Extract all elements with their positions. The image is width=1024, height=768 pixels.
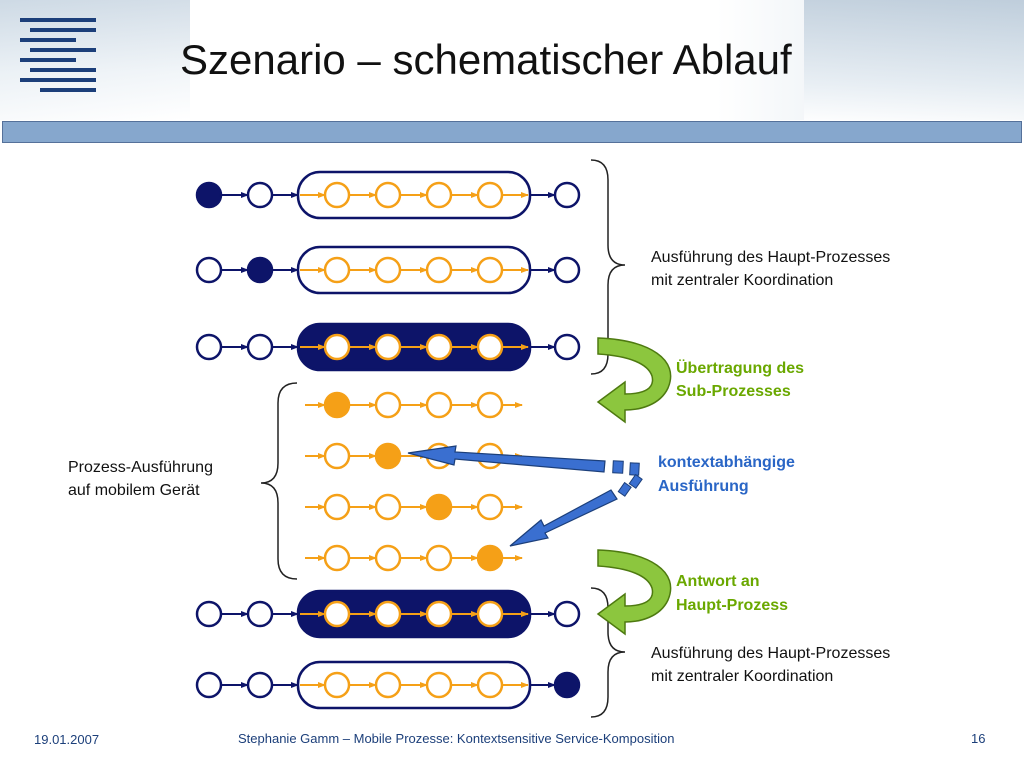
sub-process-node: [323, 442, 351, 470]
logo-icon: [20, 18, 100, 96]
header-banner: Szenario – schematischer Ablauf: [0, 0, 1024, 120]
process-node: [476, 333, 504, 361]
label-context-2: Ausführung: [658, 478, 749, 495]
process-node: [476, 256, 504, 284]
page-title: Szenario – schematischer Ablauf: [180, 36, 792, 83]
process-node: [195, 333, 223, 361]
process-node: [195, 600, 223, 628]
process-node: [553, 256, 581, 284]
label-mobile-2: auf mobilem Gerät: [68, 482, 200, 499]
process-node: [553, 600, 581, 628]
process-node-active: [246, 256, 274, 284]
context-arrow-upper-icon: [407, 445, 640, 476]
brace-left-mobile: [260, 382, 298, 580]
process-node: [374, 333, 402, 361]
sub-process-node: [374, 391, 402, 419]
process-diagram: [195, 159, 672, 718]
sub-process-node: [425, 391, 453, 419]
sub-process-node-active: [425, 493, 453, 521]
brace-top-right: [590, 159, 626, 375]
process-node: [374, 256, 402, 284]
process-node: [323, 181, 351, 209]
sub-process-node: [374, 544, 402, 572]
label-transfer-2: Sub-Prozesses: [676, 383, 791, 400]
sub-process-node: [374, 493, 402, 521]
process-node: [425, 600, 453, 628]
process-node: [323, 333, 351, 361]
sub-process-node: [476, 391, 504, 419]
answer-arrow-icon: [596, 549, 672, 636]
process-node: [195, 256, 223, 284]
process-node: [195, 671, 223, 699]
process-node-active: [195, 181, 223, 209]
sub-process-node: [476, 493, 504, 521]
process-node: [425, 671, 453, 699]
process-node: [323, 671, 351, 699]
label-answer-1: Antwort an: [676, 573, 760, 590]
process-node: [246, 671, 274, 699]
transfer-arrow-icon: [596, 337, 672, 424]
label-main-process-bottom-2: mit zentraler Koordination: [651, 668, 834, 685]
label-answer-2: Haupt-Prozess: [676, 597, 789, 614]
sub-process-node: [323, 493, 351, 521]
building-image-right: [804, 0, 1024, 120]
process-node: [425, 256, 453, 284]
process-node: [476, 600, 504, 628]
label-main-process-top-1: Ausführung des Haupt-Prozesses: [651, 249, 891, 266]
process-node: [374, 600, 402, 628]
process-node: [425, 181, 453, 209]
process-node: [323, 256, 351, 284]
process-node: [476, 181, 504, 209]
label-main-process-bottom-1: Ausführung des Haupt-Prozesses: [651, 645, 891, 662]
footer-text: Stephanie Gamm – Mobile Prozesse: Kontex…: [238, 731, 675, 746]
process-node: [246, 600, 274, 628]
brace-bottom-right: [590, 587, 626, 718]
process-node: [323, 600, 351, 628]
label-main-process-top-2: mit zentraler Koordination: [651, 272, 834, 289]
label-transfer-1: Übertragung des: [676, 360, 805, 377]
process-node-active: [553, 671, 581, 699]
sub-process-node: [323, 544, 351, 572]
process-node: [425, 333, 453, 361]
context-arrow-lower-icon: [509, 473, 643, 547]
sub-process-node-active: [323, 391, 351, 419]
sub-process-node-active: [374, 442, 402, 470]
sub-process-node-active: [476, 544, 504, 572]
label-context-1: kontextabhängige: [658, 454, 795, 471]
process-node: [553, 181, 581, 209]
sub-process-node: [425, 544, 453, 572]
title-divider-bar: [2, 121, 1022, 143]
footer-date: 19.01.2007: [34, 732, 100, 747]
process-node: [246, 181, 274, 209]
process-node: [553, 333, 581, 361]
process-node: [246, 333, 274, 361]
process-node: [374, 671, 402, 699]
process-node: [476, 671, 504, 699]
footer-page-number: 16: [971, 731, 986, 746]
process-node: [374, 181, 402, 209]
label-mobile-1: Prozess-Ausführung: [68, 459, 213, 476]
